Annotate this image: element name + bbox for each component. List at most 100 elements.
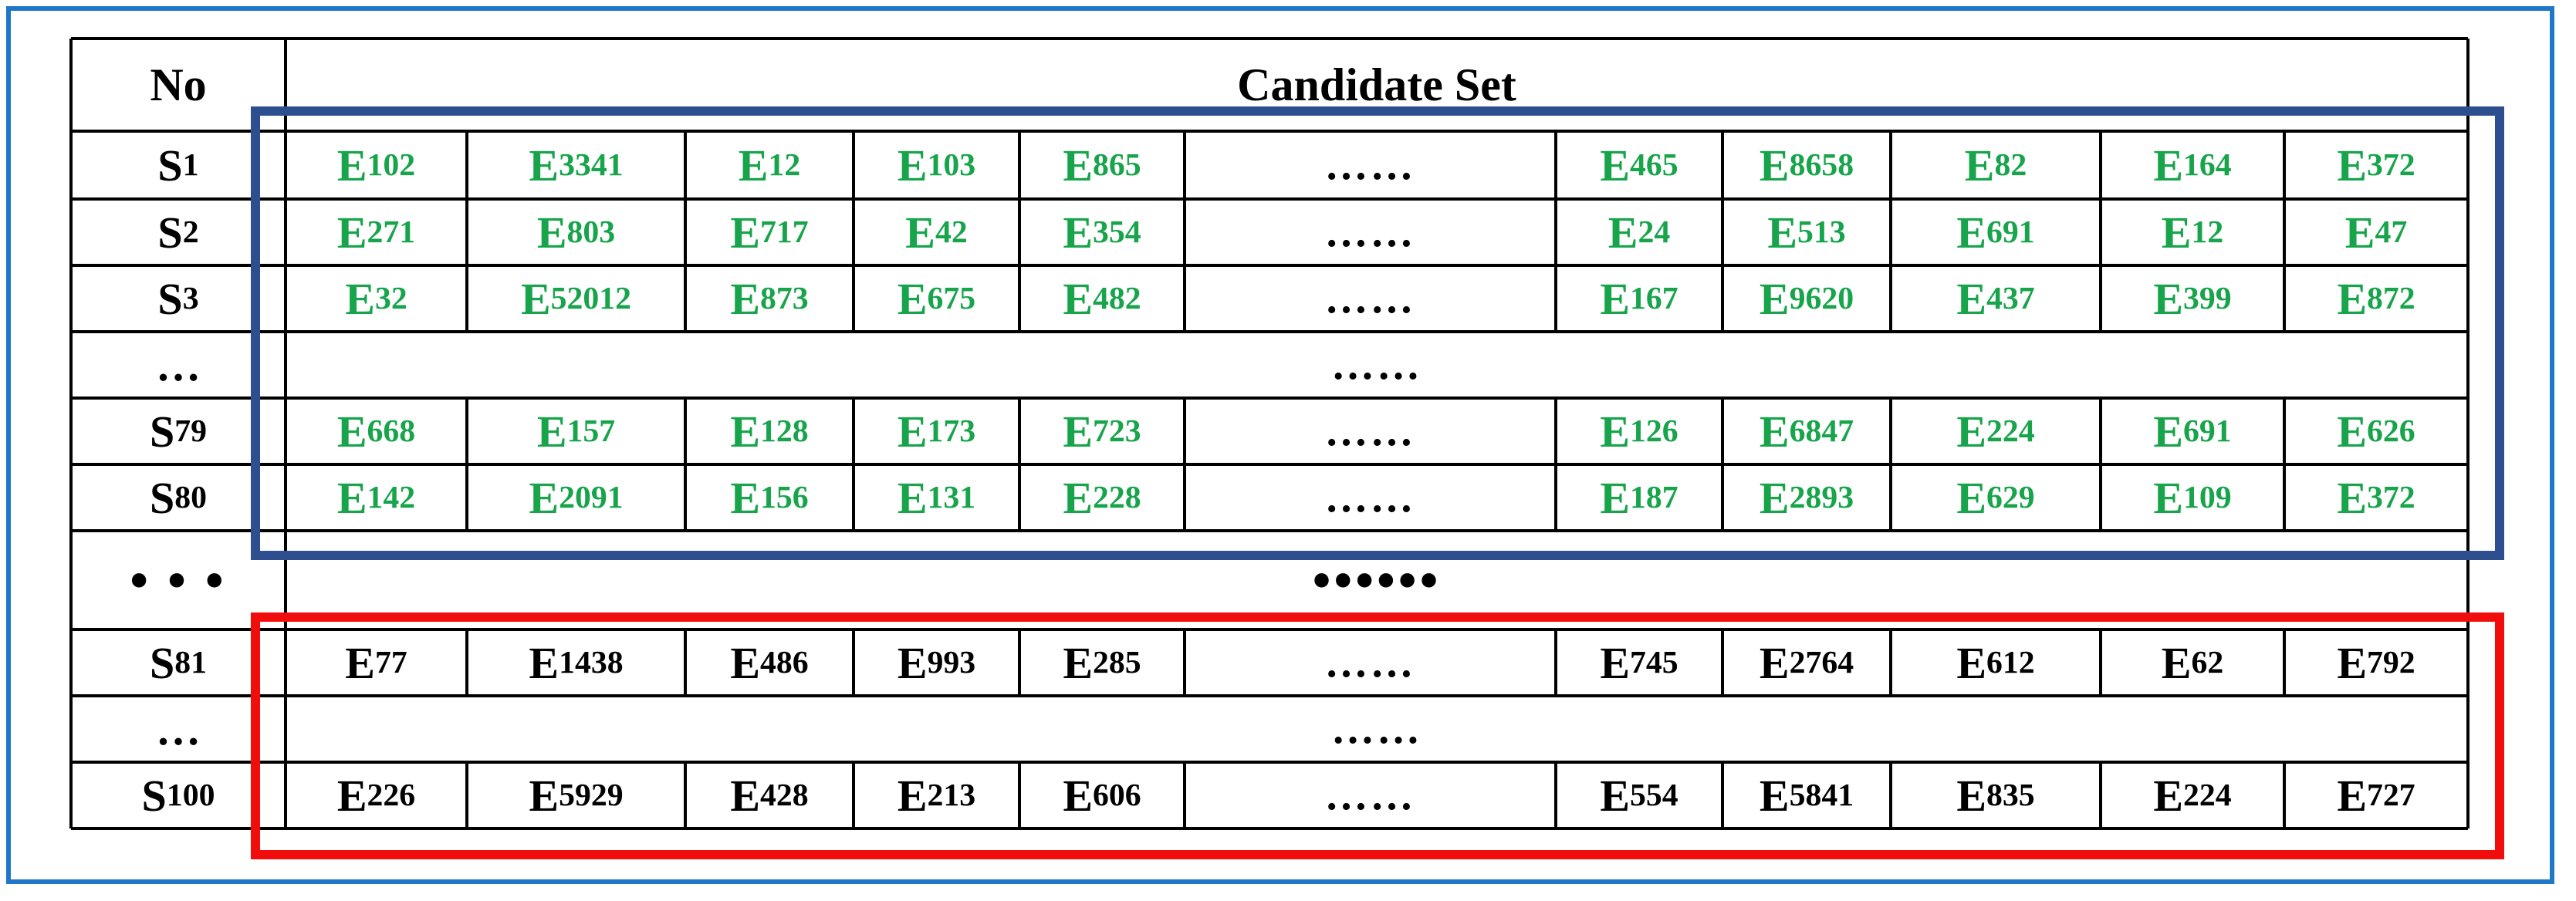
entity-letter: E: [1600, 637, 1631, 688]
ellipsis-cell: ……: [1324, 474, 1416, 521]
entity-letter: E: [2337, 770, 2368, 821]
entity-letter: E: [2153, 140, 2184, 191]
entity-letter: E: [520, 273, 551, 324]
ellipsis-row: ……: [1331, 341, 1422, 389]
entity-letter: E: [1063, 140, 1094, 191]
entity-letter: E: [1767, 207, 1798, 258]
entity-letter: E: [1600, 770, 1631, 821]
entity-letter: E: [730, 207, 761, 258]
entity-letter: E: [529, 472, 559, 523]
entity-letter: E: [529, 637, 559, 688]
entity-letter: E: [905, 207, 935, 258]
entity-letter: E: [2337, 406, 2368, 457]
entity-letter: E: [730, 273, 761, 324]
entity-letter: E: [1759, 770, 1790, 821]
entity-letter: E: [738, 140, 769, 191]
entity-letter: E: [336, 406, 367, 457]
entity-letter: E: [1600, 140, 1631, 191]
entity-letter: E: [1956, 207, 1987, 258]
entity-letter: E: [336, 140, 367, 191]
entity-letter: E: [1600, 273, 1631, 324]
entity-letter: E: [2161, 207, 2192, 258]
row-label-letter: S: [157, 273, 183, 324]
entity-letter: E: [536, 406, 567, 457]
entity-letter: E: [529, 140, 559, 191]
entity-letter: E: [897, 770, 928, 821]
entity-letter: E: [1600, 406, 1631, 457]
entity-letter: E: [1956, 273, 1987, 324]
entity-letter: E: [2337, 140, 2368, 191]
entity-letter: E: [1759, 140, 1790, 191]
entity-letter: E: [536, 207, 567, 258]
entity-letter: E: [897, 472, 928, 523]
ellipsis-cell: ……: [1324, 141, 1416, 189]
entity-letter: E: [1759, 637, 1790, 688]
entity-letter: E: [1063, 406, 1094, 457]
entity-letter: E: [2337, 273, 2368, 324]
ellipsis-cell: ……: [1324, 639, 1416, 687]
entity-letter: E: [1607, 207, 1638, 258]
entity-letter: E: [1956, 637, 1987, 688]
ellipsis-cell: ……: [1324, 275, 1416, 322]
header-candidate-set: Candidate Set: [1237, 59, 1516, 110]
entity-letter: E: [1063, 472, 1094, 523]
entity-letter: E: [897, 273, 928, 324]
entity-letter: E: [336, 770, 367, 821]
entity-letter: E: [897, 406, 928, 457]
entity-letter: E: [2344, 207, 2375, 258]
entity-letter: E: [730, 770, 761, 821]
row-label-letter: S: [149, 406, 175, 457]
entity-letter: E: [1759, 472, 1790, 523]
ellipsis-cell: ……: [1324, 771, 1416, 819]
entity-letter: E: [345, 637, 375, 688]
entity-letter: E: [1063, 637, 1094, 688]
row-label-letter: S: [149, 472, 175, 523]
ellipsis-cell: ……: [1324, 208, 1416, 256]
